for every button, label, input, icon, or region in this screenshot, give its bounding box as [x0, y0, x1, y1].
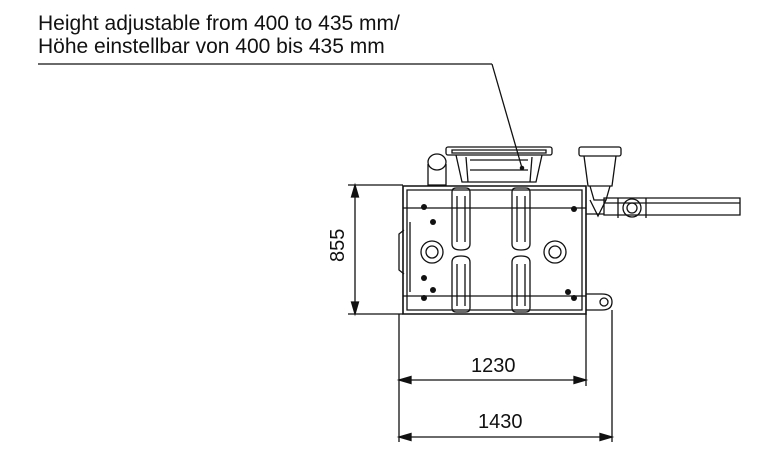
- annotation-leader: [38, 64, 524, 170]
- annotation-line-german: Höhe einstellbar von 400 bis 435 mm: [38, 35, 385, 58]
- tank-body: [399, 186, 586, 314]
- dimension-height-label: 855: [327, 228, 349, 262]
- dimension-outer-width-label: 1430: [478, 411, 523, 433]
- left-handle: [428, 154, 446, 185]
- right-handle: [586, 294, 612, 310]
- round-ports: [421, 241, 566, 263]
- dimension-inner-width-label: 1230: [471, 355, 516, 377]
- dimension-widths: [399, 310, 612, 442]
- annotation-line-english: Height adjustable from 400 to 435 mm/: [38, 12, 400, 35]
- lid: [446, 147, 552, 182]
- inlet-pipe: [579, 147, 740, 218]
- dimension-height: [348, 185, 403, 314]
- bolts: [421, 204, 577, 301]
- tank-channels: [452, 188, 530, 312]
